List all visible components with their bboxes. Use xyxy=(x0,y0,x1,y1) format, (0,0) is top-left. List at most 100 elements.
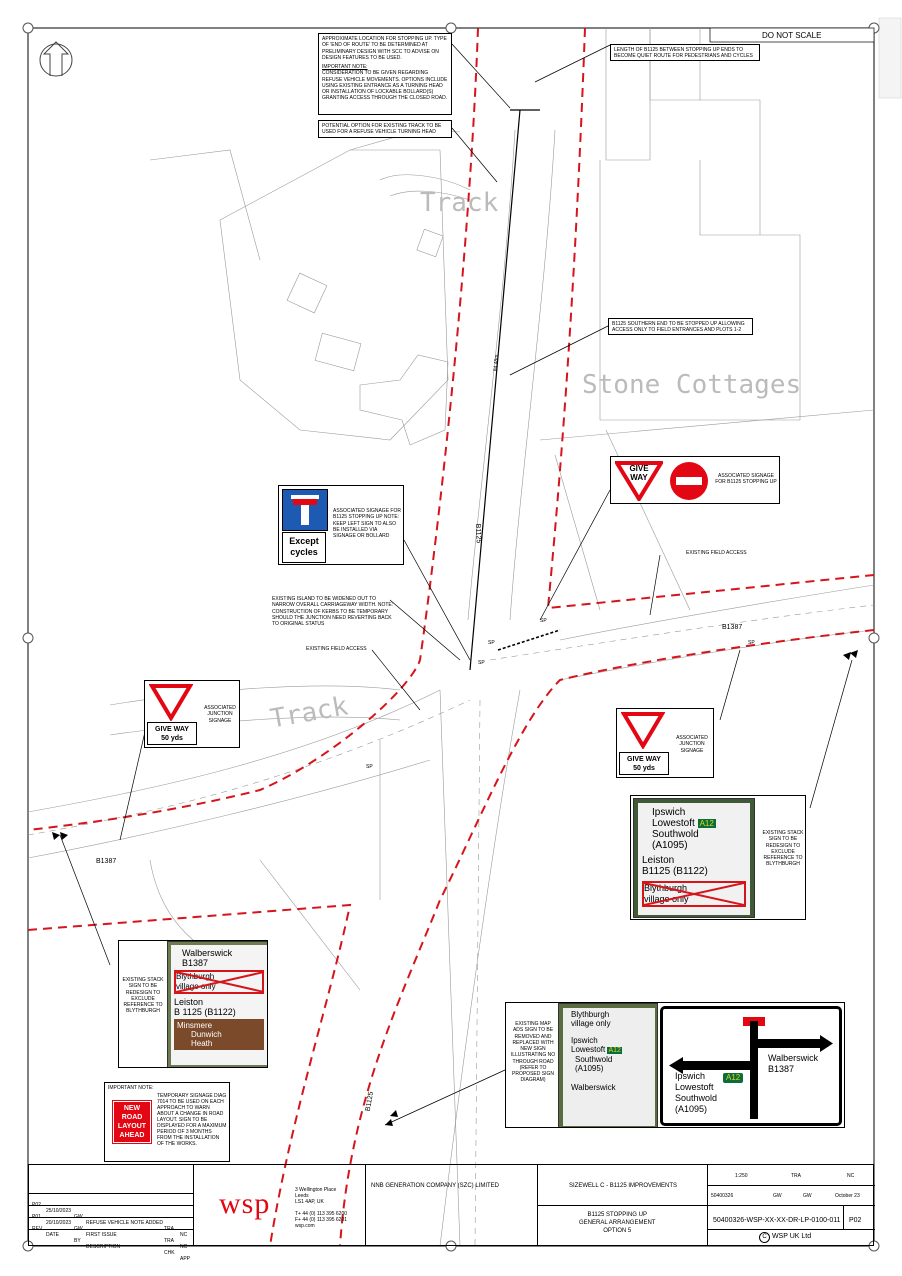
junction-signage-west: GIVE WAY 50 yds ASSOCIATED JUNCTION SIGN… xyxy=(144,680,240,748)
give-way-no-entry-caption: ASSOCIATED SIGNAGE FOR B1125 STOPPING UP xyxy=(715,473,777,486)
sp-label: SP xyxy=(488,640,495,646)
title-block: P02 25/10/2023 GW REFUSE VEHICLE NOTE AD… xyxy=(28,1164,875,1262)
temp-signage-note: IMPORTANT NOTE: NEW ROAD LAYOUT AHEAD TE… xyxy=(104,1082,230,1162)
sign-line: Heath xyxy=(191,1039,213,1048)
proposed-sign-diagram: Walberswick B1387 A12 Ipswich Lowestoft … xyxy=(660,1006,842,1126)
sign-line: Lowestoft xyxy=(675,1082,714,1092)
sign-line: LAYOUT xyxy=(117,1123,147,1130)
sign-line: NEW xyxy=(123,1105,141,1112)
sign-line: (A1095) xyxy=(652,840,688,851)
client-name: NNB GENERATION COMPANY (SZC) LIMITED xyxy=(371,1183,500,1189)
temp-note-text: TEMPORARY SIGNAGE DIAG 7014 TO BE USED O… xyxy=(157,1093,227,1147)
except-cycles-plate: Except cycles xyxy=(282,532,326,563)
cycles-text: cycles xyxy=(290,547,318,557)
red-boundary-lines xyxy=(27,27,875,1247)
road-label-b1125-north: B1125 xyxy=(474,523,482,544)
road-badge: A12 xyxy=(697,819,716,828)
sign-line: B1387 xyxy=(768,1064,795,1074)
cross-out-icon xyxy=(176,972,264,992)
sign-line: Leiston xyxy=(642,855,675,866)
arrowheads xyxy=(52,650,858,1126)
give-way-sign-icon xyxy=(621,712,665,749)
stack-sign-east-caption: EXISTING STACK SIGN TO BE REDESIGN TO EX… xyxy=(762,830,804,868)
do-not-scale-label: DO NOT SCALE xyxy=(762,31,822,40)
sp-label: SP xyxy=(540,618,547,624)
track-label-north: Track xyxy=(420,188,499,218)
sign-line: B1125 (B1122) xyxy=(642,866,708,877)
drawing-date: October 23 xyxy=(835,1193,860,1199)
sign-line: Ipswich xyxy=(652,807,686,818)
give-way-sign-icon xyxy=(615,461,663,501)
sign-line: Blythburgh xyxy=(571,1010,610,1019)
sp-label: SP xyxy=(478,660,485,666)
give-text: GIVE xyxy=(629,464,649,473)
road-label-b1387-east: B1387 xyxy=(722,624,743,631)
company-address: 3 Wellington Place Leeds LS1 4AP, UK T+ … xyxy=(295,1187,348,1229)
job-number: 50400326 xyxy=(711,1193,734,1199)
stack-sign-west-photo: Walberswick B1387 Blythburgh village onl… xyxy=(167,941,267,1067)
sign-line: (A1095) xyxy=(675,1104,708,1114)
stack-sign-west-caption: EXISTING STACK SIGN TO BE REDESIGN TO EX… xyxy=(122,977,164,1015)
sign-line: B 1125 (B1122) xyxy=(174,1007,236,1017)
sign-line: Lowestoft xyxy=(652,818,695,829)
sign-line: village only xyxy=(644,894,689,904)
stack-sign-east-panel: Ipswich Lowestoft A12 Southwold (A1095) … xyxy=(630,795,806,920)
no-through-road-diagram xyxy=(669,1017,833,1119)
sp-label: SP xyxy=(748,640,755,646)
callout-field-access-east: EXISTING FIELD ACCESS xyxy=(686,550,747,556)
drawn-by: GW xyxy=(773,1193,782,1199)
scale-value: 1:250 xyxy=(735,1173,748,1179)
drawing-title: B1125 STOPPING UP GENERAL ARRANGEMENT OP… xyxy=(579,1212,656,1234)
callout-stop-location: APPROXIMATE LOCATION FOR STOPPING UP. TY… xyxy=(318,33,452,115)
new-road-layout-sign-icon: NEW ROAD LAYOUT AHEAD xyxy=(112,1100,152,1144)
dead-end-sign-icon xyxy=(282,489,328,531)
sign-line: B1387 xyxy=(182,958,209,968)
way-text: WAY xyxy=(630,473,648,482)
give-way-plate: GIVE WAY 50 yds xyxy=(147,722,197,745)
drawing-number: 50400326-WSP-XX-XX-DR-LP-0100-011 xyxy=(713,1217,841,1224)
map-sign-caption: EXISTING MAP ADS SIGN TO BE REMOVED AND … xyxy=(510,1021,556,1084)
stop-up-lines xyxy=(469,109,561,671)
stack-sign-east-photo: Ipswich Lowestoft A12 Southwold (A1095) … xyxy=(633,798,755,918)
project-name: SIZEWELL C - B1125 IMPROVEMENTS xyxy=(569,1183,678,1189)
junction-caption-east: ASSOCIATED JUNCTION SIGNAGE xyxy=(676,735,708,754)
sign-line: Ipswich xyxy=(675,1071,706,1081)
give-way-sign-icon xyxy=(149,684,193,721)
give-way-no-entry-panel: GIVE WAY ASSOCIATED SIGNAGE FOR B1125 ST… xyxy=(610,456,780,504)
sp-label: SP xyxy=(366,764,373,770)
sign-line: Minsmere xyxy=(177,1021,213,1030)
plate-distance: 50 yds xyxy=(161,735,183,742)
junction-caption-west: ASSOCIATED JUNCTION SIGNAGE xyxy=(204,705,236,724)
wsp-logo: wsp xyxy=(219,1187,271,1220)
map-sign-panel: EXISTING MAP ADS SIGN TO BE REMOVED AND … xyxy=(505,1002,845,1128)
designed-by: GW xyxy=(803,1193,812,1199)
no-entry-sign-icon xyxy=(670,462,708,500)
except-text: Except xyxy=(289,536,319,546)
plate-text: GIVE WAY xyxy=(155,726,189,733)
sign-line: Lowestoft xyxy=(571,1045,606,1054)
junction-signage-east: GIVE WAY 50 yds ASSOCIATED JUNCTION SIGN… xyxy=(616,708,714,778)
sign-line: Ipswich xyxy=(571,1036,598,1045)
callout-note-text: CONSIDERATION TO BE GIVEN REGARDING REFU… xyxy=(322,70,448,102)
sign-line: AHEAD xyxy=(119,1132,145,1139)
existing-map-sign-photo: Blythburgh village only Ipswich Lowestof… xyxy=(558,1003,658,1127)
sign-line: Leiston xyxy=(174,997,204,1007)
sign-line: (A1095) xyxy=(575,1064,604,1073)
callout-field-access-west: EXISTING FIELD ACCESS xyxy=(306,646,367,652)
sign-line: Walberswick xyxy=(571,1083,616,1092)
sign-line: village only xyxy=(571,1019,611,1028)
revision-code: P02 xyxy=(849,1217,862,1224)
temp-note-heading: IMPORTANT NOTE: xyxy=(108,1085,154,1091)
callout-note-heading: IMPORTANT NOTE: xyxy=(322,64,368,70)
sign-line: Southwold xyxy=(575,1055,613,1064)
sign-line: Walberswick xyxy=(182,948,233,958)
approved-value: NC xyxy=(847,1173,855,1179)
copyright-text: WSP UK Ltd xyxy=(771,1233,812,1240)
callout-southern-end: B1125 SOUTHERN END TO BE STOPPED UP ALLO… xyxy=(608,318,753,335)
road-label-b1387-west: B1387 xyxy=(96,858,117,865)
dead-end-sign-panel: Except cycles ASSOCIATED SIGNAGE FOR B11… xyxy=(278,485,404,565)
revision-table: P02 25/10/2023 GW REFUSE VEHICLE NOTE AD… xyxy=(29,1165,194,1262)
sign-line: Southwold xyxy=(675,1093,718,1103)
base-map xyxy=(27,28,875,1247)
callout-island: EXISTING ISLAND TO BE WIDENED OUT TO NAR… xyxy=(272,596,394,627)
